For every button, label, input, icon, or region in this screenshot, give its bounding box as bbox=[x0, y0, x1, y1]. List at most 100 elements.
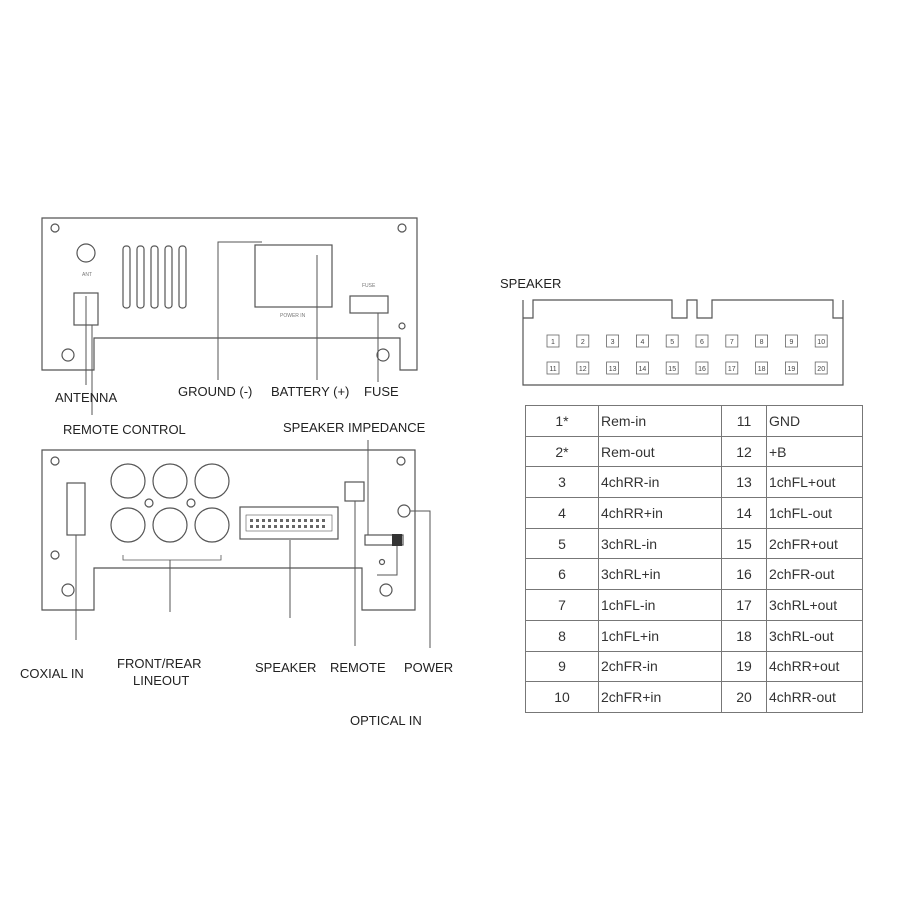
table-cell: 18 bbox=[721, 619, 767, 652]
connector-pin-box bbox=[695, 334, 709, 348]
connector-pin-box bbox=[755, 361, 768, 375]
table-cell: 1* bbox=[525, 405, 599, 437]
power-terminal bbox=[254, 244, 333, 308]
connector-pin-number: 15 bbox=[668, 366, 676, 373]
front-rear-label: FRONT/REAR bbox=[117, 656, 202, 671]
heatsink-vents bbox=[122, 245, 187, 309]
impedance-switch-knob bbox=[392, 534, 402, 546]
table-cell: 10 bbox=[525, 681, 599, 713]
connector-pin-number: 1 bbox=[551, 339, 555, 346]
fuse-label: FUSE bbox=[364, 384, 399, 399]
connector-pin-box bbox=[636, 361, 649, 375]
connector-pin-box bbox=[546, 334, 560, 348]
connector-pin-number: 8 bbox=[760, 339, 764, 346]
table-cell: 11 bbox=[721, 405, 767, 437]
table-cell: 2chFR-in bbox=[598, 650, 722, 683]
table-cell: 13 bbox=[721, 466, 767, 499]
ground-label: GROUND (-) bbox=[178, 384, 252, 399]
fuse-small-print: FUSE bbox=[362, 283, 376, 289]
connector-pin-number: 17 bbox=[728, 366, 736, 373]
connector-pin-box bbox=[606, 361, 619, 375]
lineout-label: LINEOUT bbox=[133, 673, 189, 688]
table-cell: 8 bbox=[525, 619, 599, 652]
connector-pin-box bbox=[725, 334, 739, 348]
table-cell: 3chRL-out bbox=[766, 619, 863, 652]
connector-pin-number: 12 bbox=[579, 366, 587, 373]
connector-pin-box bbox=[665, 361, 679, 375]
connector-pin-number: 3 bbox=[611, 339, 615, 346]
table-cell: 3chRL+in bbox=[598, 558, 722, 591]
connector-pin-number: 14 bbox=[639, 366, 647, 373]
optical-in-label: OPTICAL IN bbox=[350, 713, 422, 728]
table-cell: 17 bbox=[721, 589, 767, 621]
connector-pin-number: 6 bbox=[700, 339, 704, 346]
table-cell: 19 bbox=[721, 650, 767, 683]
power-small-print: POWER IN bbox=[280, 313, 306, 319]
table-cell: 2* bbox=[525, 435, 599, 468]
connector-pin-number: 16 bbox=[698, 366, 706, 373]
connector-pin-number: 13 bbox=[609, 366, 617, 373]
table-cell: 3 bbox=[525, 466, 599, 499]
remote-control-label: REMOTE CONTROL bbox=[63, 422, 186, 437]
connector-pin-box bbox=[725, 361, 739, 375]
table-cell: 2chFR+in bbox=[598, 681, 722, 713]
table-cell: 3chRL-in bbox=[598, 527, 722, 560]
connector-pin-number: 2 bbox=[581, 339, 585, 346]
table-cell: Rem-out bbox=[598, 435, 722, 468]
connector-pin-number: 20 bbox=[817, 366, 825, 373]
connector-pin-box bbox=[636, 334, 649, 348]
connector-pin-number: 10 bbox=[817, 339, 825, 346]
connector-pin-number: 19 bbox=[788, 366, 796, 373]
table-cell: 9 bbox=[525, 650, 599, 683]
table-cell: 15 bbox=[721, 527, 767, 560]
table-cell: 14 bbox=[721, 497, 767, 529]
table-cell: 7 bbox=[525, 589, 599, 621]
speaker-impedance-label: SPEAKER IMPEDANCE bbox=[283, 420, 426, 435]
table-cell: GND bbox=[766, 405, 863, 437]
table-cell: 3chRL+out bbox=[766, 589, 863, 621]
table-cell: 2chFR-out bbox=[766, 558, 863, 591]
antenna-small-print: ANT bbox=[82, 272, 92, 278]
coxial-in-label: COXIAL IN bbox=[20, 666, 84, 681]
connector-pin-number: 9 bbox=[789, 339, 793, 346]
connector-pin-box bbox=[814, 334, 828, 348]
table-cell: 1chFL-in bbox=[598, 589, 722, 621]
connector-pin-box bbox=[576, 361, 590, 375]
remote-label: REMOTE bbox=[330, 660, 386, 675]
connector-pin-number: 5 bbox=[670, 339, 674, 346]
speaker-connector-outline bbox=[522, 299, 844, 386]
antenna-label: ANTENNA bbox=[55, 390, 117, 405]
table-cell: 12 bbox=[721, 435, 767, 468]
speaker-connector bbox=[239, 506, 339, 540]
antenna-jack-icon bbox=[76, 243, 96, 263]
table-cell: 4 bbox=[525, 497, 599, 529]
top-panel bbox=[41, 217, 418, 371]
remote-jack bbox=[344, 481, 365, 502]
table-cell: 2chFR+out bbox=[766, 527, 863, 560]
impedance-switch bbox=[364, 534, 404, 546]
battery-label: BATTERY (+) bbox=[271, 384, 349, 399]
connector-pin-box bbox=[785, 361, 798, 375]
bottom-leader-lines bbox=[75, 440, 431, 648]
connector-pin-number: 18 bbox=[758, 366, 766, 373]
connector-pin-box bbox=[665, 334, 679, 348]
table-cell: 4chRR+out bbox=[766, 650, 863, 683]
connector-pin-number: 7 bbox=[730, 339, 734, 346]
table-cell: 1chFL+in bbox=[598, 619, 722, 652]
connector-pin-box bbox=[695, 361, 709, 375]
table-cell: 6 bbox=[525, 558, 599, 591]
table-cell: +B bbox=[766, 435, 863, 468]
speaker-label: SPEAKER bbox=[255, 660, 316, 675]
connector-pin-number: 4 bbox=[640, 339, 644, 346]
